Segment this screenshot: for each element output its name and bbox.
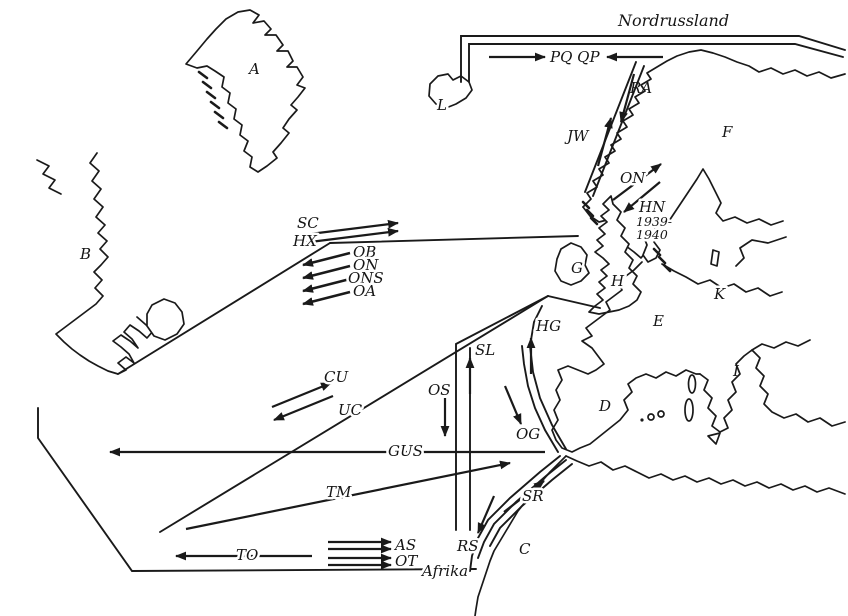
label-route-on-norway: ON bbox=[620, 169, 646, 187]
balearic-islet-dot bbox=[640, 418, 644, 422]
label-route-on-westbound: ON bbox=[353, 256, 379, 274]
label-route-ob: OB bbox=[353, 243, 376, 261]
label-region-f: F bbox=[721, 123, 733, 141]
on-norway-arrow bbox=[612, 163, 662, 201]
rs-southbound-arrow bbox=[476, 495, 496, 534]
label-region-e: E bbox=[652, 312, 664, 330]
label-afrika: Afrika bbox=[420, 562, 468, 580]
label-route-hx: HX bbox=[292, 232, 318, 250]
gibraltar-freetown-line-3 bbox=[489, 463, 573, 547]
north-adriatic-coastline bbox=[751, 339, 811, 351]
danish-straits-hatch-icon bbox=[652, 247, 672, 273]
label-route-hg: HG bbox=[535, 317, 561, 335]
label-route-as: AS bbox=[393, 536, 416, 554]
label-route-sl: SL bbox=[475, 341, 495, 359]
label-route-ra: RA bbox=[629, 79, 652, 97]
gibraltar-freetown-line-1 bbox=[469, 455, 561, 572]
os-route-line bbox=[455, 295, 549, 531]
west-edge-route-line bbox=[37, 407, 477, 572]
label-hn-year-1: 1939- bbox=[636, 214, 672, 229]
corsica-island bbox=[687, 374, 697, 394]
baltic-south-coastline bbox=[661, 263, 783, 297]
hx-route-line bbox=[329, 235, 579, 244]
ons-arrow bbox=[302, 277, 351, 293]
ob-arrow bbox=[302, 251, 351, 267]
gotland-island bbox=[710, 249, 720, 267]
map-labels: Nordrussland PQ QP RA JW F A L ON HN 193… bbox=[79, 11, 740, 583]
label-route-os: OS bbox=[428, 381, 451, 399]
label-route-cu: CU bbox=[324, 368, 349, 386]
label-route-oa: OA bbox=[353, 282, 376, 300]
balearic-island-2 bbox=[657, 410, 665, 418]
england-junction-line bbox=[547, 295, 601, 309]
label-region-c: C bbox=[519, 540, 531, 558]
great-britain-island bbox=[588, 195, 642, 315]
sicily-island bbox=[707, 432, 721, 445]
pq-qp-route-line-outer bbox=[460, 35, 846, 83]
iceland-island bbox=[428, 73, 473, 109]
label-region-b: B bbox=[79, 245, 91, 263]
sc-arrow-1 bbox=[301, 219, 399, 237]
label-region-k: K bbox=[713, 285, 726, 303]
label-route-hn: HN bbox=[638, 198, 666, 216]
label-route-ons: ONS bbox=[348, 269, 384, 287]
sardinia-island bbox=[684, 398, 694, 422]
gibraltar-freetown-line-2 bbox=[477, 459, 567, 559]
label-route-tm: TM bbox=[326, 483, 352, 501]
ra-southbound-arrow bbox=[619, 73, 636, 123]
label-route-to: TO bbox=[236, 546, 258, 564]
on-westbound-arrow bbox=[302, 264, 351, 280]
label-region-g: G bbox=[571, 259, 583, 277]
label-route-rs: RS bbox=[456, 537, 479, 555]
label-route-og: OG bbox=[516, 425, 540, 443]
newfoundland-island bbox=[146, 298, 185, 341]
label-route-pq-qp: PQ QP bbox=[549, 48, 600, 66]
greenland-hatch-icon bbox=[197, 70, 229, 130]
label-route-jw: JW bbox=[564, 127, 590, 145]
label-region-i: I bbox=[732, 362, 740, 380]
label-hn-year-2: 1940 bbox=[636, 227, 668, 242]
europe-west-coastline bbox=[551, 261, 701, 453]
africa-north-coastline bbox=[565, 455, 846, 495]
hudson-strait-coast-fragment bbox=[36, 159, 62, 195]
label-region-h: H bbox=[610, 272, 625, 290]
label-route-gus: GUS bbox=[388, 442, 423, 460]
label-route-sr: SR bbox=[522, 487, 544, 505]
label-route-ot: OT bbox=[395, 552, 418, 570]
convoy-routes bbox=[37, 35, 846, 572]
nova-scotia-route-line bbox=[117, 242, 331, 375]
cu-arrow bbox=[271, 381, 332, 409]
label-region-l: L bbox=[436, 96, 447, 114]
label-route-uc: UC bbox=[338, 401, 363, 419]
greenland-coastline bbox=[185, 9, 306, 173]
label-region-a: A bbox=[247, 60, 260, 78]
italy-balkans-coastline bbox=[699, 349, 846, 433]
label-nordrussland: Nordrussland bbox=[617, 11, 729, 30]
estonia-coastline bbox=[735, 236, 787, 267]
label-route-sc: SC bbox=[297, 214, 319, 232]
balearic-island-1 bbox=[647, 413, 655, 421]
uc-arrow bbox=[273, 394, 334, 422]
south-atlantic-diagonal-line bbox=[159, 295, 549, 533]
hebrides-hatch-icon bbox=[581, 200, 599, 226]
pq-qp-route-line-inner bbox=[468, 43, 844, 83]
sc-arrow-2 bbox=[301, 227, 399, 245]
north-america-coastline bbox=[55, 152, 154, 375]
jw-ra-route-line-2 bbox=[592, 65, 645, 197]
jw-northbound-arrow bbox=[596, 117, 613, 167]
hg-route-line bbox=[529, 305, 567, 450]
label-region-d: D bbox=[598, 397, 611, 415]
ireland-island bbox=[554, 242, 590, 286]
og-southbound-arrow bbox=[503, 385, 523, 425]
og-route-line bbox=[521, 345, 559, 453]
sr-northbound-arrow bbox=[503, 480, 545, 513]
hn-arrow bbox=[623, 181, 661, 213]
oa-arrow bbox=[302, 290, 351, 306]
